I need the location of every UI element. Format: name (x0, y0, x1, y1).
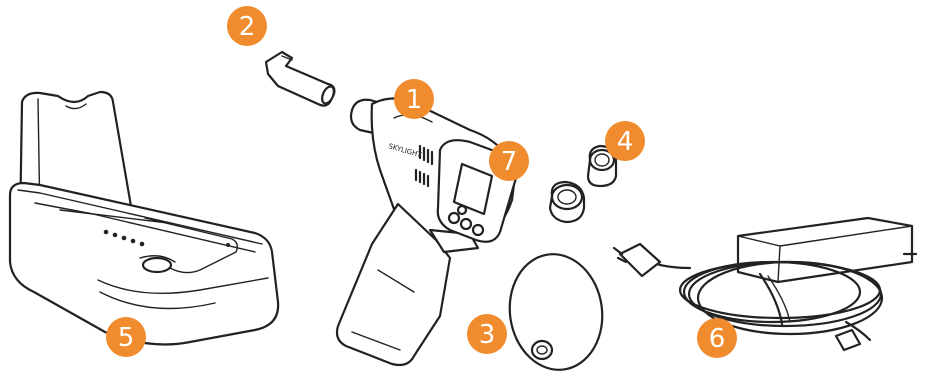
badge-3-number: 3 (479, 320, 496, 350)
badge-1-number: 1 (406, 85, 423, 115)
badge-1: 1 (394, 79, 434, 119)
badge-7-number: 7 (501, 147, 518, 177)
badge-7: 7 (489, 141, 529, 181)
badge-2: 2 (227, 6, 267, 46)
badge-5-number: 5 (118, 323, 135, 353)
hex-key-tool (266, 52, 336, 106)
badge-4: 4 (605, 121, 645, 161)
badge-4-number: 4 (617, 127, 634, 157)
badge-6-number: 6 (709, 324, 726, 354)
badge-5: 5 (106, 317, 146, 357)
badge-2-number: 2 (239, 12, 256, 42)
charging-base (10, 92, 278, 344)
badge-6: 6 (697, 318, 737, 358)
replacement-caps (550, 146, 616, 222)
disc-accessory (502, 248, 609, 372)
badge-3: 3 (467, 314, 507, 354)
power-adapter (614, 218, 916, 350)
